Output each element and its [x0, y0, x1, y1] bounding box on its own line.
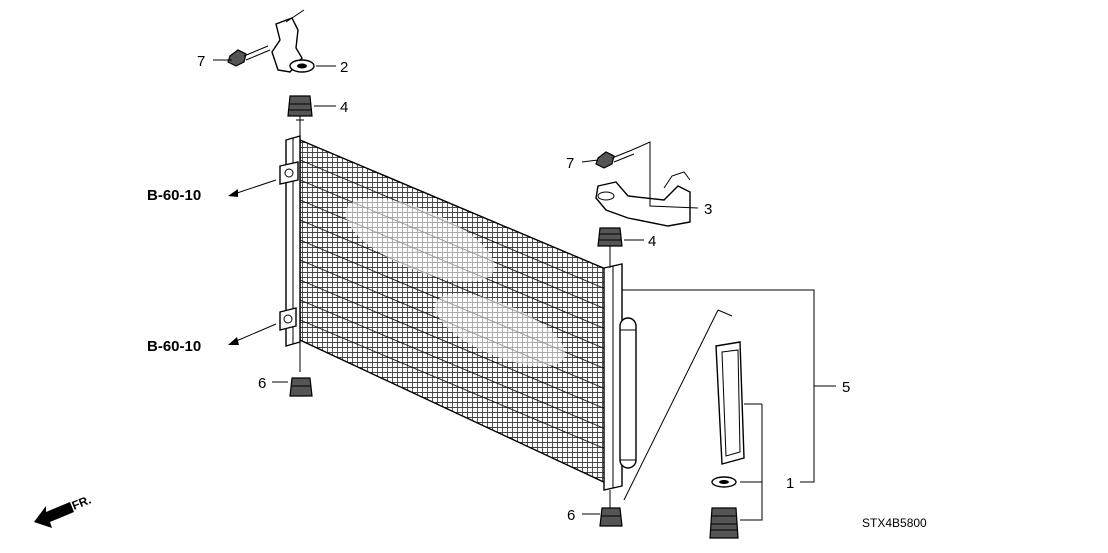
callout-6-right: 6 [567, 507, 575, 524]
reference-label-upper: B-60-10 [147, 187, 201, 204]
cushion-4-right [597, 227, 623, 247]
callout-1: 1 [786, 475, 794, 492]
callout-5: 5 [842, 379, 850, 396]
front-direction-label: FR. [70, 493, 93, 513]
callout-3: 3 [704, 201, 712, 218]
front-direction-arrow-icon [34, 502, 74, 528]
callout-7-right: 7 [566, 155, 574, 172]
cushion-4-upper [287, 95, 313, 117]
condenser-core [299, 138, 609, 486]
cushion-6-right [599, 507, 623, 527]
diagram-code: STX4B5800 [862, 516, 927, 530]
bolt-7-upper [227, 45, 271, 67]
ref-arrow-lower [228, 323, 277, 345]
plug [709, 507, 739, 539]
receiver-dryer [619, 317, 637, 469]
right-tank [603, 263, 623, 491]
ref-arrow-upper [228, 179, 277, 197]
washer-2 [289, 59, 315, 73]
callout-4-right: 4 [648, 233, 656, 250]
cushion-6-left [289, 377, 313, 397]
callout-6-left: 6 [258, 375, 266, 392]
callout-2: 2 [340, 59, 348, 76]
callout-7-upper: 7 [197, 53, 205, 70]
upper-mount-tab [279, 161, 299, 185]
lower-mount-tab [279, 307, 297, 331]
callout-4-upper: 4 [340, 99, 348, 116]
right-bracket [595, 171, 691, 227]
leader-lines [213, 59, 836, 521]
bolt-7-right [595, 149, 635, 169]
reference-label-lower: B-60-10 [147, 338, 201, 355]
filter-element [715, 341, 745, 465]
o-ring [711, 476, 737, 488]
